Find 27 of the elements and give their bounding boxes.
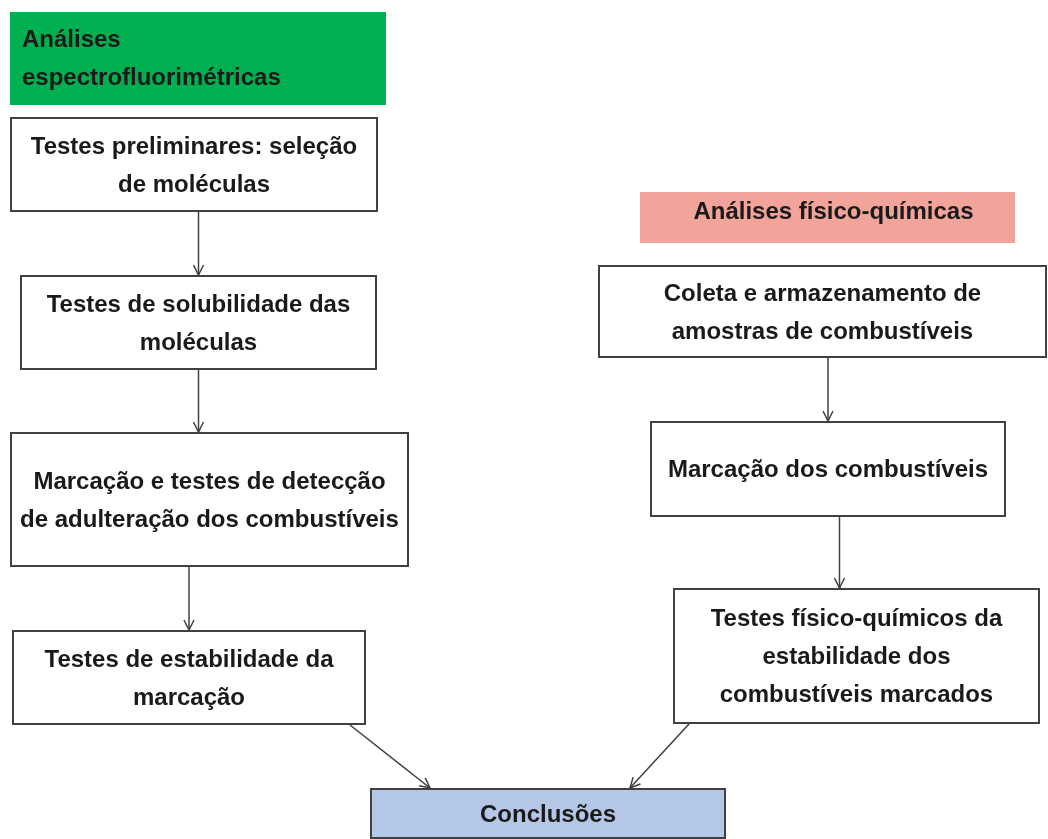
arrow	[822, 357, 834, 422]
process-box	[673, 588, 1040, 724]
section-header	[10, 12, 386, 105]
process-box	[650, 421, 1006, 517]
result-box	[370, 788, 726, 839]
section-header	[640, 192, 1015, 243]
node-text: Marcação dos combustíveis	[667, 454, 989, 484]
arrow	[183, 566, 195, 631]
arrow	[192, 211, 205, 276]
node-text: Análises físico-químicas	[693, 196, 974, 226]
process-box	[598, 265, 1047, 358]
arrow	[349, 724, 431, 789]
node-text: Testes de estabilidade da marcação	[43, 643, 335, 712]
node-text: Conclusões	[480, 798, 616, 829]
node-text: Testes de solubilidade das moléculas	[45, 288, 352, 357]
node-text: Testes preliminares: seleção de moléculas	[29, 130, 359, 199]
node-text: Marcação e testes de detecção de adulteração dos combustíveis	[20, 465, 399, 534]
node-text: Coleta e armazenamento de amostras de combustíveis	[662, 277, 983, 346]
arrow	[192, 369, 205, 433]
node-text: Análises espectrofluorimétricas	[22, 24, 282, 92]
process-box	[10, 117, 378, 212]
process-box	[12, 630, 366, 725]
process-box	[10, 432, 409, 567]
arrow	[629, 723, 690, 789]
node-text: Testes físico-químicos da estabilidade dos combustíveis marcados	[709, 603, 1004, 709]
arrow	[833, 516, 846, 589]
process-box	[20, 275, 377, 370]
